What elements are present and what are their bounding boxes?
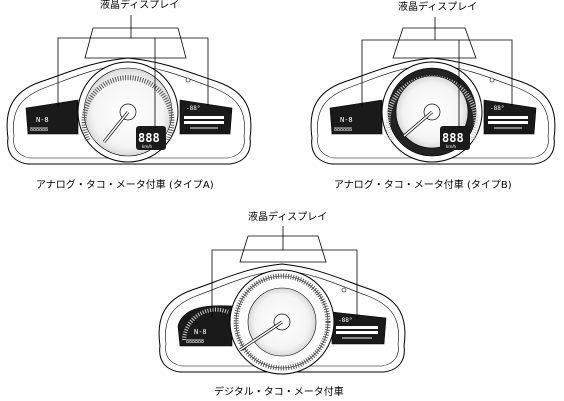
callout-line-right xyxy=(435,39,513,106)
callout-line-left xyxy=(211,226,284,318)
cluster-visor xyxy=(84,27,187,59)
svg-text:N-8: N-8 xyxy=(340,116,353,124)
svg-text:888888: 888888 xyxy=(334,127,352,133)
speed-unit: km/h xyxy=(142,144,153,149)
lcd-temp-text: -88° xyxy=(186,105,200,112)
callout-line-right xyxy=(131,37,209,106)
callout-line-left xyxy=(57,15,132,106)
caption-type-b: アナログ・タコ・メータ付車 (タイプB) xyxy=(334,180,512,191)
svg-text:N-8: N-8 xyxy=(194,328,207,336)
callout-label-digital: 液晶ディスプレイ xyxy=(248,212,328,223)
lcd-gear-text: N-8 xyxy=(36,116,49,124)
svg-text:-88°: -88° xyxy=(490,105,504,112)
svg-text:888888: 888888 xyxy=(186,339,204,345)
callout-label-b: 液晶ディスプレイ xyxy=(398,2,478,13)
callout-line-right xyxy=(283,249,358,318)
cluster-analog-type-b: N-8 888888 -88° 888 km/h xyxy=(310,17,556,165)
cluster-analog-type-a: N-8 888888 -88° 888 km/h xyxy=(6,15,252,165)
svg-text:km/h: km/h xyxy=(446,144,457,149)
svg-text:888: 888 xyxy=(442,131,464,145)
gauge-ticks xyxy=(81,75,175,142)
lcd-odometer-text: 888888 xyxy=(30,127,48,133)
caption-type-a: アナログ・タコ・メータ付車 (タイプA) xyxy=(36,180,214,191)
speed-display xyxy=(440,126,470,150)
callout-line-left xyxy=(361,17,436,106)
cluster-visor xyxy=(392,27,477,59)
lcd-left-panel xyxy=(25,99,79,135)
callout-label-a: 液晶ディスプレイ xyxy=(100,0,180,11)
caption-digital: デジタル・タコ・メータ付車 xyxy=(214,387,344,398)
cluster-digital-tacho: N-8 888888 -88° xyxy=(158,226,406,375)
lcd-left-panel xyxy=(329,99,383,135)
svg-text:-88°: -88° xyxy=(338,317,352,324)
speed-display xyxy=(136,126,166,150)
speed-digits: 888 xyxy=(138,131,160,145)
